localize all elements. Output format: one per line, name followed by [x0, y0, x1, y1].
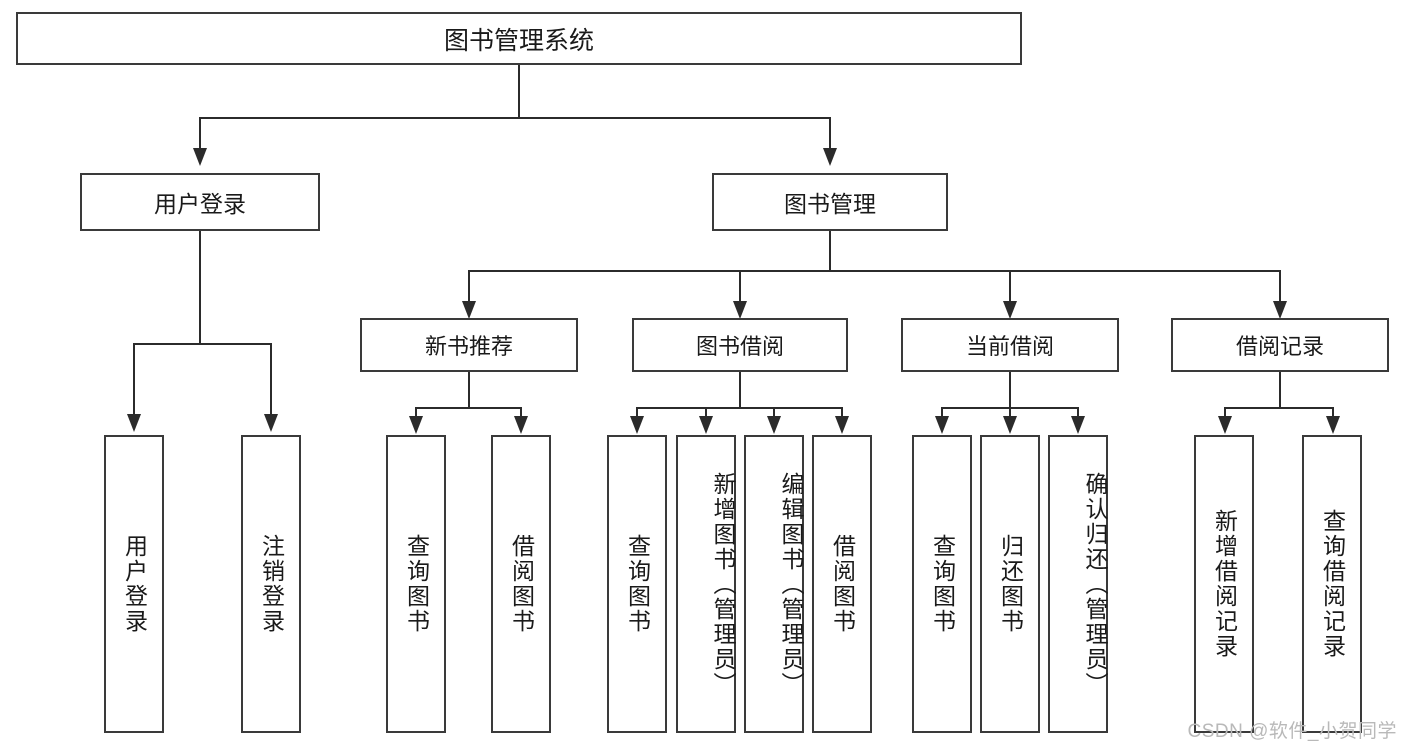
connector-root-stem	[518, 65, 520, 118]
connector-cb-to-leaf1	[941, 407, 943, 419]
node-root-system[interactable]: 图书管理系统	[16, 12, 1022, 65]
node-book-borrow[interactable]: 图书借阅	[632, 318, 848, 372]
node-label: 查询借阅记录	[1319, 509, 1346, 659]
arrow-cb-to-leaf1	[935, 416, 949, 434]
arrow-user-login-to-leaf2	[264, 414, 278, 432]
arrow-bm-to-new-book	[462, 301, 476, 319]
node-borrow-record[interactable]: 借阅记录	[1171, 318, 1389, 372]
connector-user-login-to-leaf1	[133, 343, 135, 416]
arrow-new-book-to-leaf2	[514, 416, 528, 434]
node-leaf-borrow-book-2[interactable]: 借阅图书	[812, 435, 872, 733]
node-label: 归还图书	[997, 534, 1024, 634]
connector-borrow-record-stem	[1279, 372, 1281, 408]
connector-bb-to-leaf2	[705, 407, 707, 419]
connector-bb-to-leaf1	[636, 407, 638, 419]
connector-bm-to-borrow-record	[1279, 270, 1281, 303]
node-label: 查询图书	[624, 534, 651, 634]
connector-new-book-bus	[415, 407, 521, 409]
arrow-br-to-leaf2	[1326, 416, 1340, 434]
node-label: 图书借阅	[695, 334, 784, 359]
connector-root-bus	[199, 117, 831, 119]
node-label: 注销登录	[258, 534, 285, 634]
node-label: 编辑图书（管理员）	[778, 471, 804, 697]
arrow-bm-to-borrow-record	[1273, 301, 1287, 319]
node-leaf-user-login[interactable]: 用户登录	[104, 435, 164, 733]
connector-new-book-stem	[468, 372, 470, 408]
node-label: 查询图书	[403, 534, 430, 634]
node-label: 借阅图书	[508, 534, 535, 634]
csdn-watermark: CSDN @软件_小贺同学	[1187, 721, 1397, 742]
node-label: 当前借阅	[965, 334, 1054, 359]
connector-user-login-bus	[133, 343, 271, 345]
node-leaf-query-borrow-record[interactable]: 查询借阅记录	[1302, 435, 1362, 733]
arrow-user-login-to-leaf1	[127, 414, 141, 432]
connector-book-borrow-bus	[636, 407, 842, 409]
node-label: 查询图书	[929, 534, 956, 634]
node-leaf-logout-login[interactable]: 注销登录	[241, 435, 301, 733]
connector-cb-to-leaf3	[1077, 407, 1079, 419]
node-new-book-recommend[interactable]: 新书推荐	[360, 318, 578, 372]
connector-cb-to-leaf2	[1009, 407, 1011, 419]
node-label: 借阅记录	[1235, 334, 1324, 359]
node-label: 确认归还（管理员）	[1082, 471, 1108, 697]
connector-user-login-stem	[199, 231, 201, 344]
node-label: 用户登录	[121, 534, 148, 634]
connector-br-to-leaf1	[1224, 407, 1226, 419]
connector-root-to-book-management	[829, 117, 831, 150]
connector-root-to-user-login	[199, 117, 201, 150]
connector-new-book-to-leaf2	[520, 407, 522, 419]
node-book-management[interactable]: 图书管理	[712, 173, 948, 231]
arrow-new-book-to-leaf1	[409, 416, 423, 434]
node-leaf-confirm-return-admin[interactable]: 确认归还（管理员）	[1048, 435, 1108, 733]
connector-new-book-to-leaf1	[415, 407, 417, 419]
arrow-bm-to-book-borrow	[733, 301, 747, 319]
arrow-root-to-user-login	[193, 148, 207, 166]
node-leaf-query-book-1[interactable]: 查询图书	[386, 435, 446, 733]
arrow-br-to-leaf1	[1218, 416, 1232, 434]
connector-book-borrow-stem	[739, 372, 741, 408]
node-leaf-query-book-2[interactable]: 查询图书	[607, 435, 667, 733]
connector-bb-to-leaf3	[773, 407, 775, 419]
arrow-root-to-book-management	[823, 148, 837, 166]
connector-br-to-leaf2	[1332, 407, 1334, 419]
node-label: 图书管理系统	[443, 26, 594, 55]
node-label: 用户登录	[154, 191, 246, 217]
node-label: 新书推荐	[424, 334, 513, 359]
node-label: 新增借阅记录	[1211, 509, 1238, 659]
connector-borrow-record-bus	[1224, 407, 1334, 409]
node-label: 借阅图书	[829, 534, 856, 634]
node-current-borrow[interactable]: 当前借阅	[901, 318, 1119, 372]
arrow-cb-to-leaf2	[1003, 416, 1017, 434]
connector-bm-to-book-borrow	[739, 270, 741, 303]
node-leaf-borrow-book-1[interactable]: 借阅图书	[491, 435, 551, 733]
node-user-login[interactable]: 用户登录	[80, 173, 320, 231]
node-leaf-add-borrow-record[interactable]: 新增借阅记录	[1194, 435, 1254, 733]
connector-bm-to-current-borrow	[1009, 270, 1011, 303]
connector-book-management-bus	[468, 270, 1280, 272]
connector-bm-to-new-book	[468, 270, 470, 303]
node-leaf-query-book-3[interactable]: 查询图书	[912, 435, 972, 733]
node-label: 图书管理	[784, 191, 876, 217]
connector-bb-to-leaf4	[841, 407, 843, 419]
connector-current-borrow-stem	[1009, 372, 1011, 408]
node-leaf-edit-book-admin[interactable]: 编辑图书（管理员）	[744, 435, 804, 733]
arrow-bb-to-leaf3	[767, 416, 781, 434]
arrow-bb-to-leaf4	[835, 416, 849, 434]
connector-book-management-stem	[829, 231, 831, 271]
node-leaf-return-book[interactable]: 归还图书	[980, 435, 1040, 733]
arrow-bm-to-current-borrow	[1003, 301, 1017, 319]
arrow-bb-to-leaf2	[699, 416, 713, 434]
node-label: 新增图书（管理员）	[710, 471, 736, 697]
arrow-bb-to-leaf1	[630, 416, 644, 434]
node-leaf-add-book-admin[interactable]: 新增图书（管理员）	[676, 435, 736, 733]
arrow-cb-to-leaf3	[1071, 416, 1085, 434]
connector-user-login-to-leaf2	[270, 343, 272, 416]
